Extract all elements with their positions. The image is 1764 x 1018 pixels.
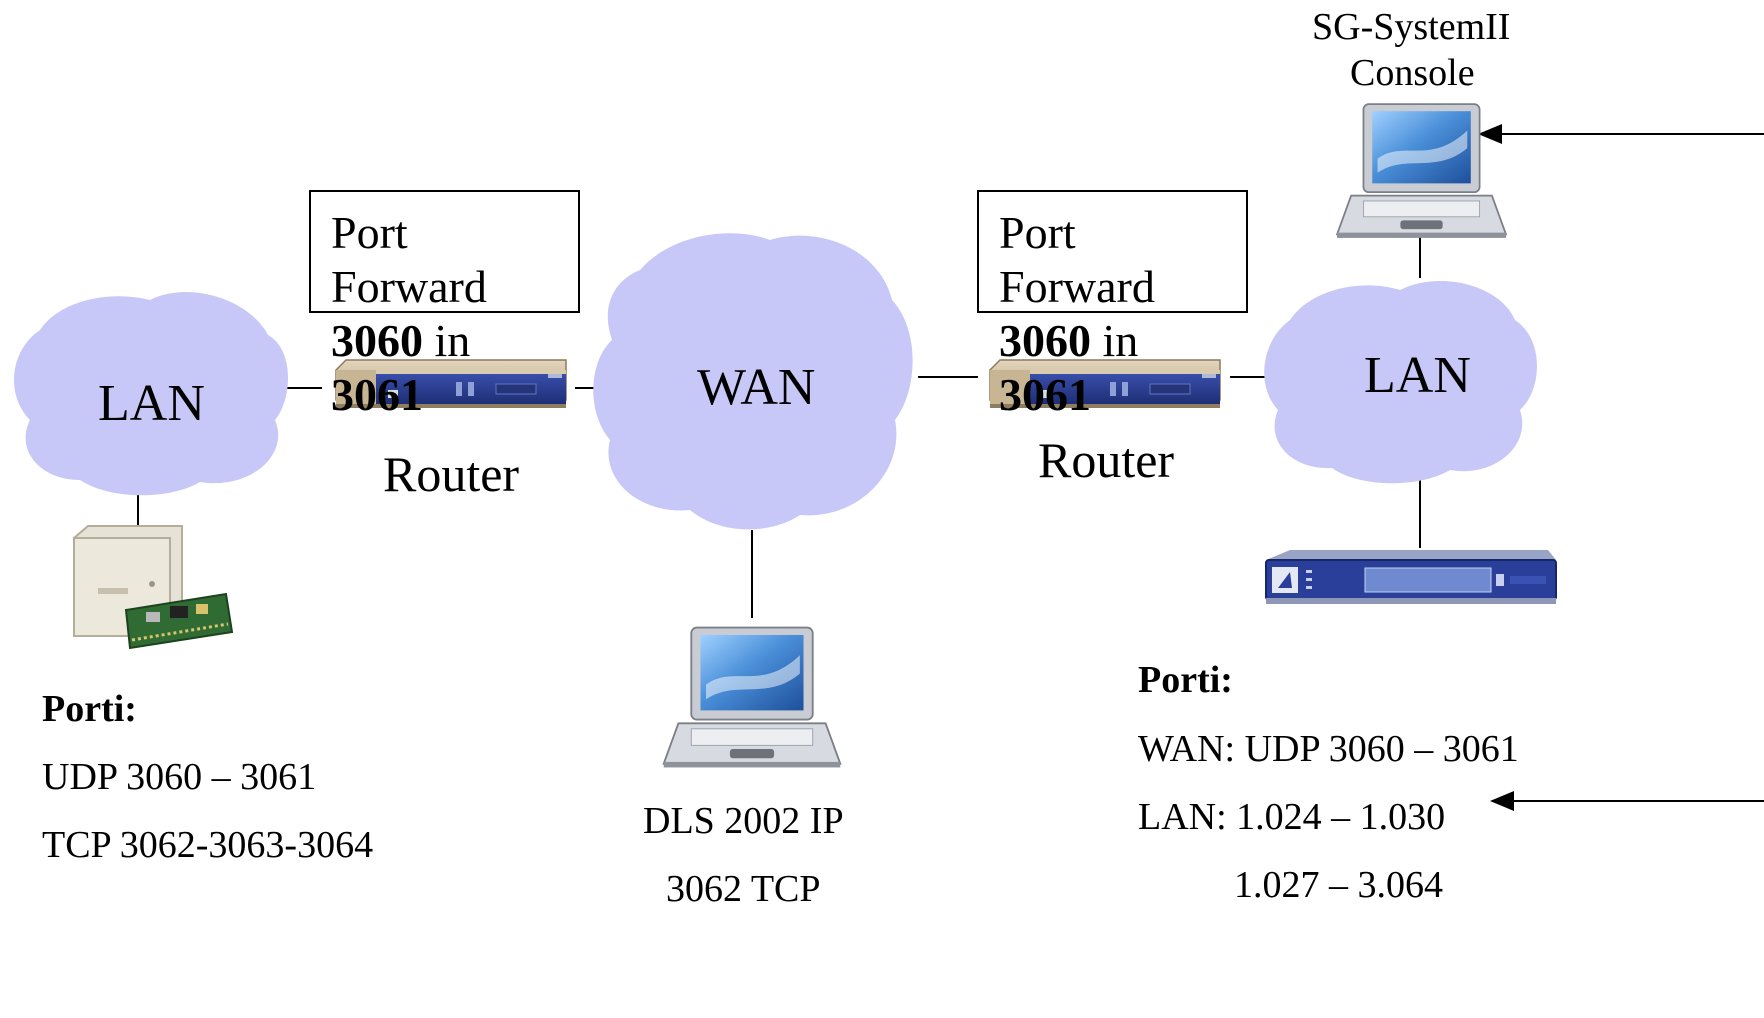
right-ports-wan: WAN: UDP 3060 – 3061 xyxy=(1138,728,1519,770)
right-lan-cloud xyxy=(1264,281,1538,484)
dls-laptop-icon xyxy=(662,626,842,769)
left-ports-udp: UDP 3060 – 3061 xyxy=(42,756,317,798)
right-ports-lan-range2: 1.027 – 3.064 xyxy=(1234,864,1443,906)
left-port-forward-box: Port Forward 3060 in 3061 xyxy=(309,190,580,420)
wan-cloud xyxy=(593,233,913,530)
left-port-forward-to: 3061 xyxy=(331,369,423,420)
left-port-forward-word: in xyxy=(434,315,471,366)
connection-lines xyxy=(137,232,1421,618)
left-lan-cloud xyxy=(13,292,289,496)
left-lan-label: LAN xyxy=(98,375,205,432)
left-port-forward-from: 3060 xyxy=(331,315,423,366)
wan-label: WAN xyxy=(697,359,816,416)
left-router-label: Router xyxy=(383,446,520,502)
console-laptop-icon xyxy=(1336,103,1507,239)
alarm-panel-icon xyxy=(73,525,234,650)
right-port-forward-word: in xyxy=(1102,315,1139,366)
right-lan-label: LAN xyxy=(1364,347,1471,404)
right-port-forward-box: Port Forward 3060 in 3061 xyxy=(977,190,1248,420)
console-label-line1: SG-SystemII xyxy=(1312,6,1511,48)
dls-label-line1: DLS 2002 IP xyxy=(643,800,844,842)
left-port-forward-label: Port Forward xyxy=(331,207,487,312)
right-port-forward-label: Port Forward xyxy=(999,207,1155,312)
left-ports-tcp: TCP 3062-3063-3064 xyxy=(42,824,374,866)
right-port-forward-from: 3060 xyxy=(999,315,1091,366)
right-port-forward-to: 3061 xyxy=(999,369,1091,420)
dls-label-line2: 3062 TCP xyxy=(666,868,821,910)
sg-system-unit-icon xyxy=(1265,550,1557,604)
right-router-label: Router xyxy=(1038,432,1175,488)
left-ports-heading: Porti: xyxy=(42,688,137,730)
right-ports-lan: LAN: 1.024 – 1.030 xyxy=(1138,796,1446,838)
right-ports-heading: Porti: xyxy=(1138,659,1233,701)
console-label-line2: Console xyxy=(1350,52,1475,94)
